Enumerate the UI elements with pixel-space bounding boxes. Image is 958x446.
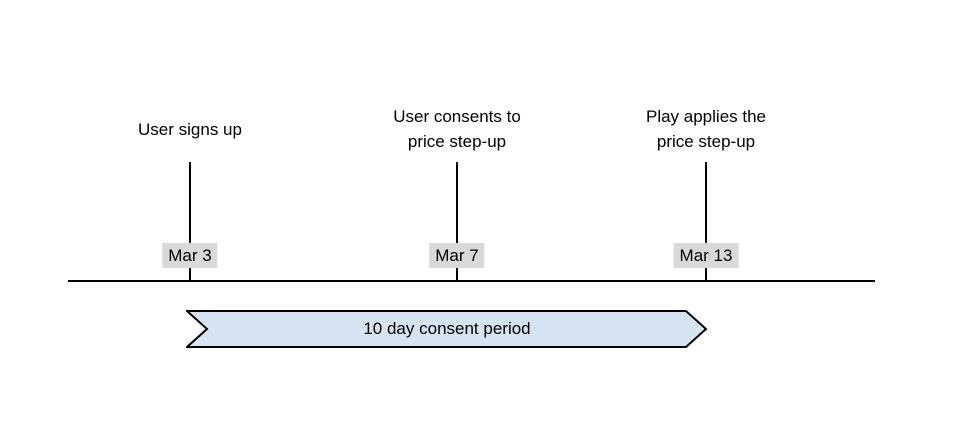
arrow-ribbon-shape <box>186 310 708 348</box>
event-tick <box>189 162 191 282</box>
consent-period-ribbon: 10 day consent period <box>186 310 708 348</box>
event-title-line: User signs up <box>138 119 242 139</box>
event-date-badge: Mar 7 <box>429 243 485 268</box>
event-title-line: price step-up <box>656 132 756 151</box>
event-title-line: Play applies the <box>645 107 767 126</box>
event-title: Play applies the price step-up <box>566 104 846 154</box>
timeline-axis-line <box>68 280 875 282</box>
event-date-badge: Mar 3 <box>162 243 218 268</box>
arrow-ribbon-polygon <box>186 310 708 348</box>
event-title-line: price step-up <box>407 132 507 151</box>
event-title-line: User consents to <box>393 107 521 126</box>
event-tick <box>705 162 707 282</box>
event-title: User signs up <box>50 104 330 154</box>
event-date-badge: Mar 13 <box>673 243 739 268</box>
event-title: User consents to price step-up <box>317 104 597 154</box>
consent-period-label: 10 day consent period <box>363 319 531 338</box>
event-tick <box>456 162 458 282</box>
